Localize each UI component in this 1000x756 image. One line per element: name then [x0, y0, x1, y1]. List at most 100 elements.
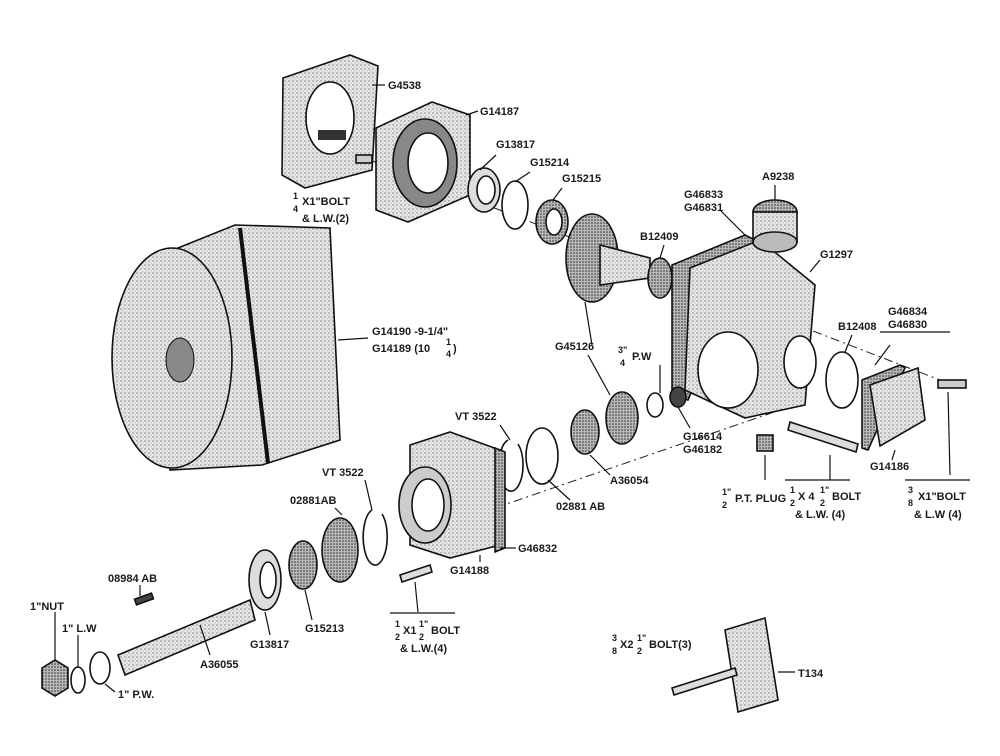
label-bolt-half4-num: 1 [790, 485, 795, 495]
label-pw34-den: 4 [620, 358, 625, 368]
label-b12408: B12408 [838, 321, 877, 333]
label-bolt-half4-den: 2 [790, 498, 795, 508]
cup-02881ab-top [525, 427, 559, 485]
label-a36054: A36054 [610, 475, 649, 487]
label-g13817-bottom: G13817 [250, 639, 289, 651]
label-g16614: G16614 [683, 431, 723, 443]
label-bolt-38: X1"BOLT [918, 491, 966, 503]
leader-lines [54, 84, 970, 693]
gearcase-g1297 [684, 239, 817, 419]
bearing-a36054 [570, 409, 600, 455]
cup-02881ab-bottom [321, 517, 359, 583]
label-g14189: G14189 (10 [372, 343, 430, 355]
label-b12409: B12409 [640, 231, 679, 243]
label-pw34-num: 3" [618, 345, 627, 355]
label-bolt-half4-num2: 1" [820, 485, 829, 495]
label-lw-one-inch: 1" L.W [62, 623, 97, 635]
label-02881ab-bottom: 02881AB [290, 495, 337, 507]
label-g15215: G15215 [562, 173, 601, 185]
label-bolt-half112-num2: 1" [419, 619, 428, 629]
label-bolt-half4-lw: & L.W. (4) [795, 509, 845, 521]
label-g1297: G1297 [820, 249, 853, 261]
seal-g13817-bottom [248, 549, 282, 611]
label-bolt-half112: BOLT [431, 625, 460, 637]
lock-washer-one-inch [70, 666, 86, 694]
label-bolt-quarter-lw: & L.W.(2) [302, 213, 349, 225]
ring-g13817-top [467, 167, 501, 213]
label-g14187: G14187 [480, 106, 519, 118]
bolt-half-4 [787, 420, 859, 454]
pt-plug [756, 434, 774, 452]
label-ptplug-den: 2 [722, 500, 727, 510]
label-g46833: G46833 [684, 189, 723, 201]
bolt-half-1-5 [399, 563, 433, 584]
label-bolt-382-num: 3 [612, 633, 617, 643]
label-02881ab-top: 02881 AB [556, 501, 605, 513]
plate-t134 [724, 616, 779, 714]
bearing-g15215 [535, 199, 569, 245]
label-g15213: G15213 [305, 623, 344, 635]
label-08984ab: 08984 AB [108, 573, 157, 585]
cover-g14186 [861, 364, 926, 451]
washer-three-quarter [646, 392, 664, 418]
label-bolt-half112-den: 2 [395, 632, 400, 642]
label-bolt-half112-num: 1 [395, 619, 400, 629]
bolt-three-eighths [937, 379, 967, 389]
shaft-a36055 [116, 598, 256, 677]
label-bolt-half4-den2: 2 [820, 498, 825, 508]
cap-a9238 [752, 199, 798, 253]
label-vt3522-top: VT 3522 [455, 411, 497, 423]
plate-g4538 [281, 54, 379, 189]
gasket-g46832 [494, 446, 506, 554]
nut-one-inch [41, 659, 69, 697]
label-g14189-den: 4 [446, 349, 451, 359]
label-bolt-38-den: 8 [908, 498, 913, 508]
label-ptplug: P.T. PLUG [735, 493, 786, 505]
label-g14189-num: 1 [446, 337, 451, 347]
label-g4538: G4538 [388, 80, 421, 92]
label-bolt-quarter: X1"BOLT [302, 196, 350, 208]
label-g15214: G15214 [530, 157, 570, 169]
pinion-gear [605, 391, 639, 445]
snap-ring-bottom [362, 509, 388, 566]
label-t134: T134 [798, 668, 824, 680]
bearing-b12408 [825, 351, 859, 409]
housing-g14188 [398, 431, 501, 559]
label-bolt-half4: BOLT [832, 491, 861, 503]
pulley-drum-g14190 [111, 224, 341, 471]
part-labels: G4538 G14187 G13817 G15214 G15215 A9238 … [30, 80, 966, 701]
label-bolt-half112-x: X1 [403, 625, 416, 637]
label-bolt-38-lw: & L.W (4) [914, 509, 962, 521]
label-g14189-close: ) [453, 343, 457, 355]
label-pw34: P.W [632, 351, 652, 363]
label-a36055: A36055 [200, 659, 239, 671]
label-bolt-382-x: X2 [620, 639, 633, 651]
ring-g15214 [501, 180, 529, 230]
label-g45126: G45126 [555, 341, 594, 353]
bolt-quarter [355, 154, 373, 164]
label-g46830: G46830 [888, 319, 927, 331]
nut-g16614 [669, 386, 687, 408]
bolt-three-eighths-2 [671, 666, 738, 697]
label-pw-one-inch: 1" P.W. [118, 689, 154, 701]
bearing-b12409 [647, 257, 673, 299]
gear-g45126 [565, 213, 651, 303]
label-ptplug-num: 1" [722, 487, 731, 497]
label-bolt-half4-x: X 4 [798, 491, 815, 503]
bearing-g15213 [288, 540, 318, 590]
label-g14188: G14188 [450, 565, 489, 577]
label-g46182: G46182 [683, 444, 722, 456]
label-g46831: G46831 [684, 202, 723, 214]
label-bolt-38-num: 3 [908, 485, 913, 495]
label-vt3522-bottom: VT 3522 [322, 467, 364, 479]
label-a9238: A9238 [762, 171, 794, 183]
label-g14186: G14186 [870, 461, 909, 473]
plain-washer-one-inch [89, 651, 111, 685]
label-g46834: G46834 [888, 306, 928, 318]
housing-g14187 [375, 101, 471, 223]
label-bolt-382-num2: 1" [637, 633, 646, 643]
label-bolt-half112-lw: & L.W.(4) [400, 643, 447, 655]
label-nut-one-inch: 1"NUT [30, 601, 64, 613]
label-g13817-top: G13817 [496, 139, 535, 151]
